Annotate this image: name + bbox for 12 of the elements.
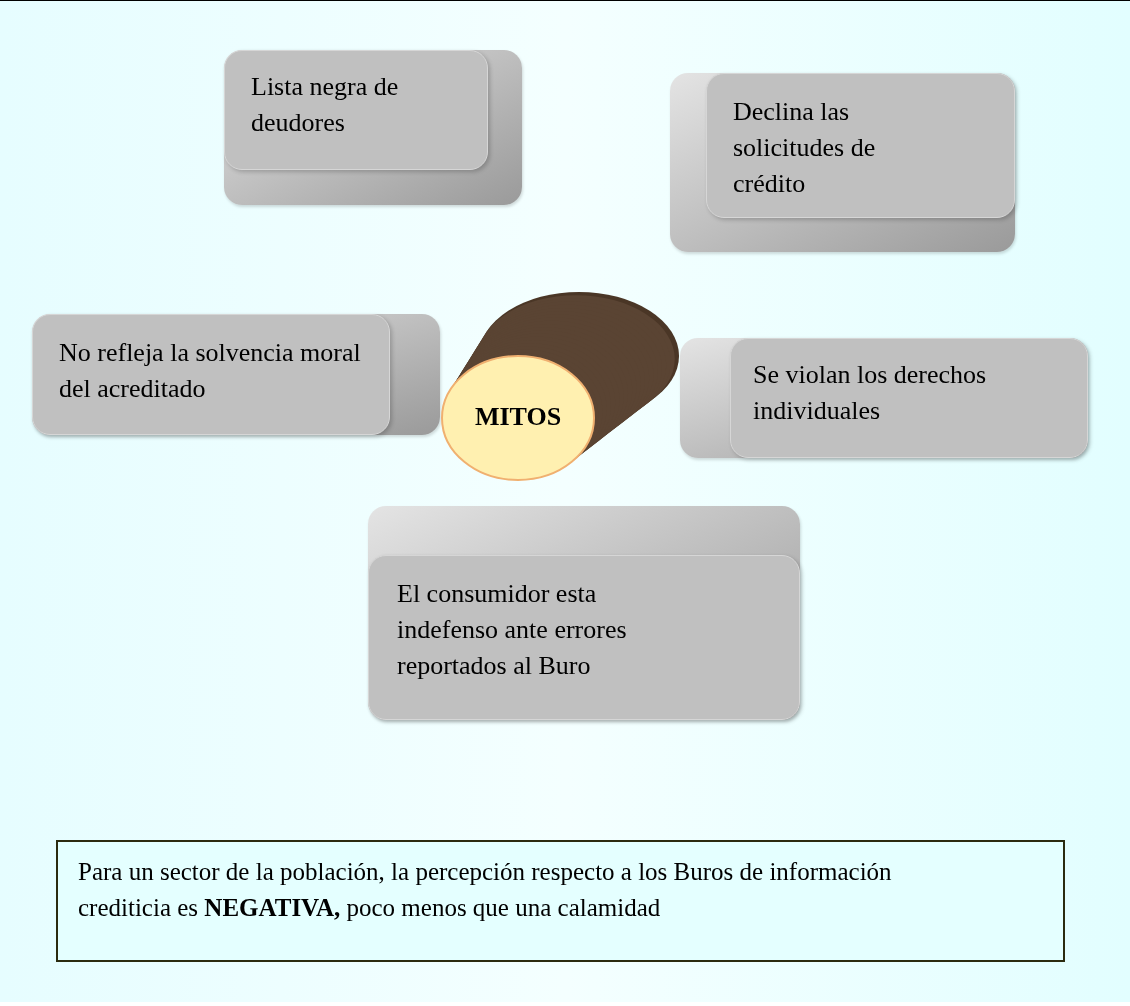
box-text: No refleja la solvencia moral del acreditado [59,337,362,405]
box-text: Se violan los derechos individuales [753,359,988,427]
note-box [56,840,1065,962]
3d-box [368,506,800,720]
3d-box [680,338,1088,458]
note-text: Para un sector de la población, la percepción respecto a los Buros de información crediticia es NEGATIVA, poco menos que una calamidad [78,857,893,923]
3d-box [224,50,522,205]
box-text: Declina las solicitudes de crédito [733,96,877,200]
3d-box [32,314,440,435]
3d-box [670,73,1015,252]
box-text: Lista negra de deudores [251,71,400,139]
box-text: El consumidor esta indefenso ante errores reportados al Buro [397,578,628,682]
